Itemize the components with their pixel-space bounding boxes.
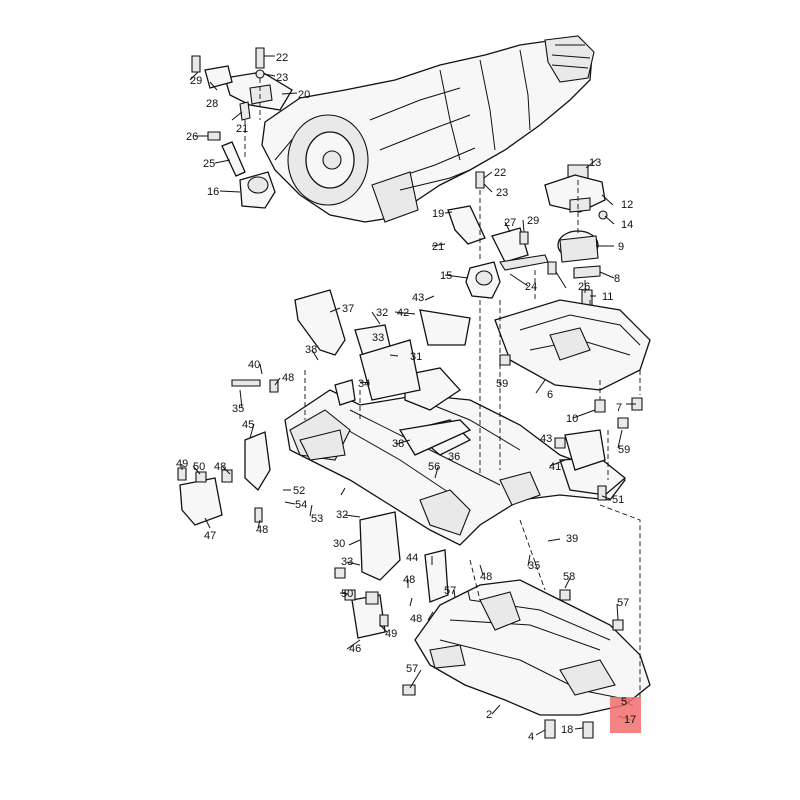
label-35: 35 xyxy=(232,403,244,415)
label-23: 23 xyxy=(276,72,288,84)
transmission-assembly xyxy=(261,35,595,223)
right-engine-mount-group xyxy=(544,164,608,306)
label-40: 40 xyxy=(248,359,260,371)
label-12: 12 xyxy=(621,199,633,211)
label-47: 47 xyxy=(204,530,216,542)
label-11: 11 xyxy=(602,291,613,303)
label-15: 15 xyxy=(440,270,452,282)
leader-lines xyxy=(181,55,636,736)
label-42: 42 xyxy=(397,307,409,319)
label-10: 10 xyxy=(566,413,578,425)
label-29: 29 xyxy=(190,75,202,87)
mid-bracket-group xyxy=(398,419,607,501)
label-8: 8 xyxy=(614,273,620,285)
label-22: 22 xyxy=(276,52,288,64)
label-23b: 23 xyxy=(496,187,508,199)
label-57c: 57 xyxy=(444,585,456,597)
label-14: 14 xyxy=(621,219,633,231)
label-39: 39 xyxy=(566,533,578,545)
label-43: 43 xyxy=(412,292,424,304)
label-44: 44 xyxy=(406,552,418,564)
label-51: 51 xyxy=(612,494,624,506)
label-37: 37 xyxy=(342,303,354,315)
rear-cradle xyxy=(494,299,651,429)
dashed-guide-lines xyxy=(304,270,641,700)
label-46: 46 xyxy=(349,643,361,655)
label-18: 18 xyxy=(561,724,573,736)
highlighted-item-callout xyxy=(610,697,641,733)
label-26b: 26 xyxy=(578,281,590,293)
left-bracket-group xyxy=(177,379,279,526)
label-57b: 57 xyxy=(406,663,418,675)
label-49b: 49 xyxy=(385,628,397,640)
label-59b: 59 xyxy=(618,444,630,456)
label-31: 31 xyxy=(410,351,422,363)
label-17: 17 xyxy=(624,714,636,726)
label-33b: 33 xyxy=(341,556,353,568)
label-48b: 48 xyxy=(214,461,226,473)
label-2: 2 xyxy=(486,709,492,721)
label-4: 4 xyxy=(528,731,534,743)
label-7: 7 xyxy=(616,402,622,414)
label-48: 48 xyxy=(282,372,294,384)
label-43b: 43 xyxy=(540,433,552,445)
label-36: 36 xyxy=(448,451,460,463)
label-48f: 48 xyxy=(410,613,422,625)
label-32: 32 xyxy=(376,307,388,319)
underbody-panel xyxy=(402,579,651,739)
label-28: 28 xyxy=(206,98,218,110)
label-24: 24 xyxy=(525,281,537,293)
label-19: 19 xyxy=(432,208,444,220)
label-21: 21 xyxy=(236,123,248,135)
label-22b: 22 xyxy=(494,167,506,179)
callout-labels: 22 23 20 29 28 21 26 25 16 13 12 14 9 8 … xyxy=(176,52,636,743)
label-58: 58 xyxy=(563,571,575,583)
label-30: 30 xyxy=(333,538,345,550)
label-20: 20 xyxy=(298,89,310,101)
label-48d: 48 xyxy=(480,571,492,583)
label-56: 56 xyxy=(428,461,440,473)
label-16: 16 xyxy=(207,186,219,198)
label-54: 54 xyxy=(295,499,307,511)
label-21b: 21 xyxy=(432,241,444,253)
label-45: 45 xyxy=(242,419,254,431)
label-5: 5 xyxy=(621,696,627,708)
label-48e: 48 xyxy=(403,574,415,586)
label-53: 53 xyxy=(311,513,323,525)
label-26: 26 xyxy=(186,131,198,143)
label-32b: 32 xyxy=(336,509,348,521)
label-35b: 35 xyxy=(528,560,540,572)
front-subframe xyxy=(284,289,627,546)
label-34: 34 xyxy=(358,378,370,390)
label-25: 25 xyxy=(203,158,215,170)
label-41: 41 xyxy=(549,461,561,473)
label-6: 6 xyxy=(547,389,553,401)
label-27: 27 xyxy=(504,217,516,229)
label-33: 33 xyxy=(372,332,384,344)
label-50: 50 xyxy=(193,461,205,473)
center-bracket-group xyxy=(447,171,591,330)
label-52: 52 xyxy=(293,485,305,497)
lower-left-bracket-group xyxy=(334,511,449,639)
label-50b: 50 xyxy=(341,588,353,600)
label-38b: 38 xyxy=(392,438,404,450)
label-9: 9 xyxy=(618,241,624,253)
label-29b: 29 xyxy=(527,215,539,227)
label-59: 59 xyxy=(496,378,508,390)
label-49: 49 xyxy=(176,458,188,470)
label-38: 38 xyxy=(305,344,317,356)
label-48c: 48 xyxy=(256,524,268,536)
left-transmission-mount-group xyxy=(191,47,293,209)
label-57: 57 xyxy=(617,597,629,609)
label-13: 13 xyxy=(589,157,601,169)
